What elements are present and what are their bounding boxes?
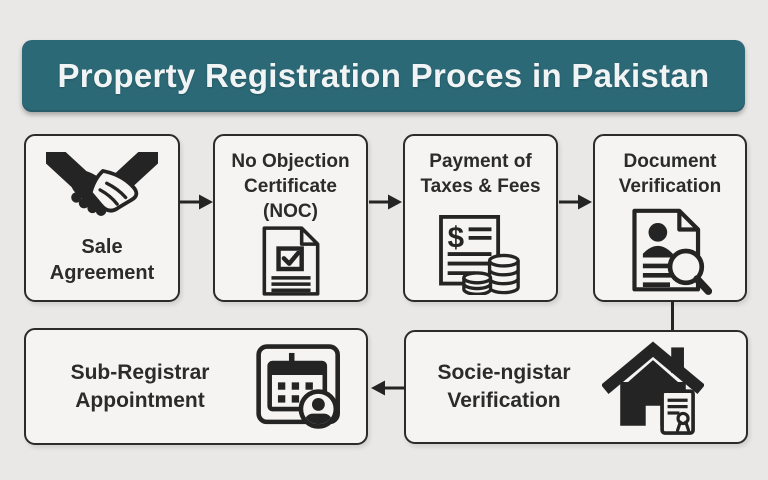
title-banner: Property Registration Proces in Pakistan: [22, 40, 745, 112]
invoice-coins-icon: $: [437, 215, 525, 295]
step-box-sale-agreement: Sale Agreement: [24, 134, 180, 302]
step-box-sub-registrar-appointment: Sub-Registrar Appointment: [24, 328, 368, 445]
step-box-payment-taxes-fees: Payment of Taxes & Fees $: [403, 134, 558, 302]
step-label-socie-ngistar: Socie-ngistar Verification: [437, 361, 571, 412]
calendar-person-icon: [254, 341, 346, 432]
step-box-socie-ngistar-verification: Socie-ngistar Verification: [404, 330, 748, 444]
flow-arrow-right-1: [180, 192, 214, 212]
document-search-icon: [627, 207, 713, 295]
step-label-document-verification: Document Verification: [618, 151, 722, 198]
dollar-glyph: $: [447, 221, 463, 254]
handshake-icon: [46, 152, 158, 224]
step-box-noc: No Objection Certificate (NOC): [213, 134, 368, 302]
step-label-sub-registrar: Sub-Registrar Appointment: [70, 360, 210, 412]
house-certificate-icon: [602, 340, 704, 435]
noc-document-icon: [259, 224, 323, 298]
page-title: Property Registration Proces in Pakistan: [57, 57, 710, 94]
step-box-document-verification: Document Verification: [593, 134, 747, 302]
flow-arrow-right-2: [368, 192, 404, 212]
flow-arrow-right-3: [558, 192, 594, 212]
step-label-payment: Payment of Taxes & Fees: [420, 151, 541, 198]
flow-connector-down: [671, 301, 674, 331]
step-label-sale-agreement: Sale Agreement: [49, 236, 155, 285]
flow-arrow-left: [367, 378, 405, 398]
step-label-noc: No Objection Certificate (NOC): [231, 151, 350, 223]
